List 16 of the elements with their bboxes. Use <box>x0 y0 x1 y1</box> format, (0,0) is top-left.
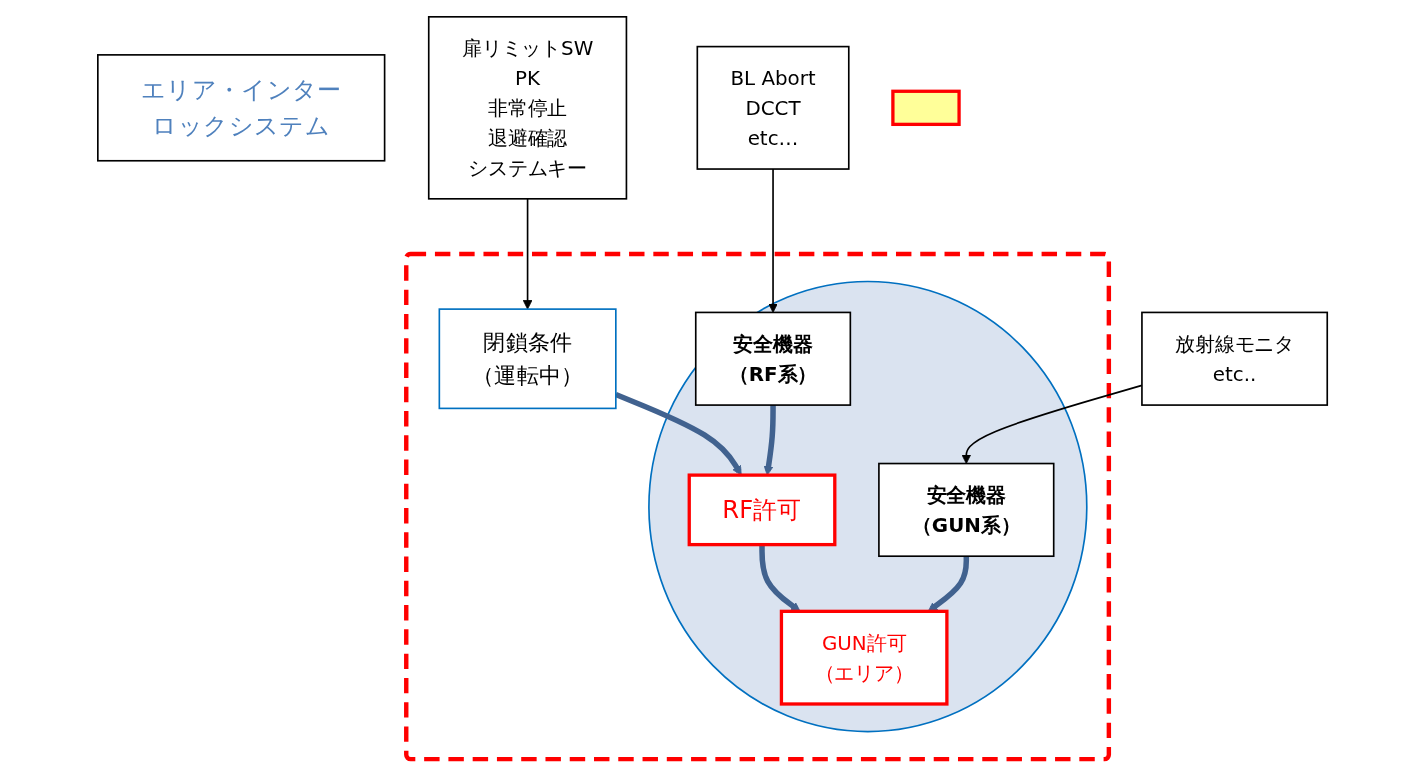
node-box: GUN許可 （エリア） <box>779 609 949 706</box>
node-box: RF許可 <box>687 473 837 546</box>
node-box: 閉鎖条件 （運転中） <box>438 307 617 409</box>
node-box <box>891 89 961 126</box>
node-box: エリア・インターロックシステム <box>96 53 386 162</box>
node-box: 扉リミットSW PK 非常停止 退避確認 システムキー <box>427 15 628 200</box>
node-box: 安全機器 （RF系） <box>694 311 852 406</box>
arrow <box>927 555 969 612</box>
node-box: 安全機器 （GUN系） <box>878 462 1055 557</box>
node-box: 放射線モニタ etc.. <box>1141 311 1329 406</box>
arrow <box>759 544 801 612</box>
cluster <box>404 251 1111 761</box>
node-box: BL Abort DCCT etc… <box>696 45 850 170</box>
cluster <box>648 280 1088 732</box>
arrow <box>768 167 778 313</box>
arrow <box>522 197 533 310</box>
